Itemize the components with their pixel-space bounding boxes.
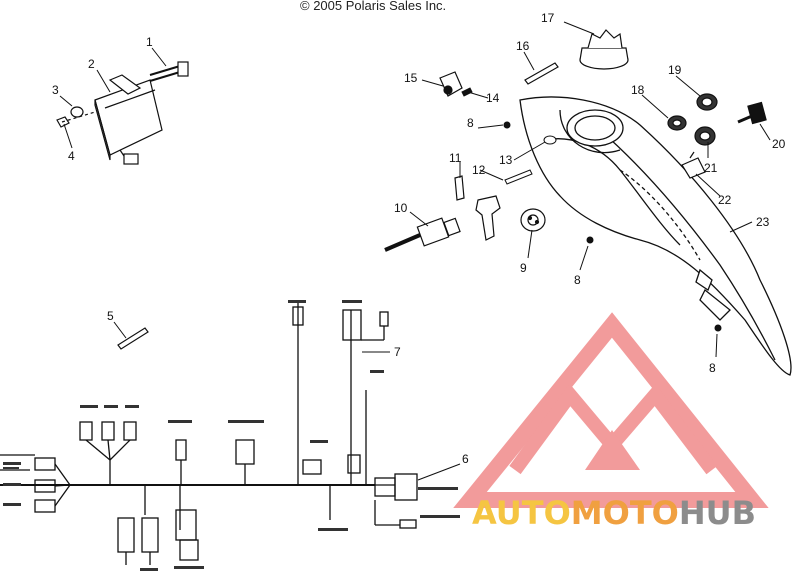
part-8-screw-low [714,324,722,332]
part-5-tie-strap [117,327,149,350]
part-8-screw-mid [586,236,594,244]
callout-10: 10 [394,201,408,215]
callout-13: 13 [499,153,513,167]
part-21-ring [694,126,716,146]
watermark-brand-text: AUTOMOTOHUB [472,494,756,532]
part-11-switch [454,175,501,241]
part-17-cup [579,29,629,70]
part-14-screw [461,87,473,97]
part-18-washer [667,115,687,131]
callout-6: 6 [462,452,469,466]
callout-2: 2 [88,57,95,71]
callout-11: 11 [449,151,462,165]
harness-small-labels [3,300,460,571]
callout-5: 5 [107,309,114,323]
callout-21: 21 [704,161,718,175]
callout-15: 15 [404,71,418,85]
part-8-screw-top [503,121,511,129]
callout-1: 1 [146,35,153,49]
callout-18: 18 [631,83,645,97]
module-assembly [56,61,189,165]
watermark-logo-icon [453,312,769,508]
wiring-harness [0,300,418,565]
callout-4: 4 [68,149,75,163]
callout-8-mid: 8 [574,273,581,287]
brand-hub: HUB [678,494,757,532]
callout-23: 23 [756,215,770,229]
part-13-washer [543,135,557,145]
part-19-nut [696,93,718,111]
brand-auto: AUTO [472,494,571,532]
callout-7: 7 [394,345,401,359]
part-22-bracket [681,151,706,179]
callout-14: 14 [486,91,500,105]
part-12-pin [504,169,533,185]
leader-lines [59,21,771,481]
callout-17: 17 [541,11,555,25]
callout-20: 20 [772,137,786,151]
brand-moto: MOTO [570,494,679,532]
callout-9: 9 [520,261,527,275]
callout-3: 3 [52,83,59,97]
callout-16: 16 [516,39,530,53]
part-10-socket [384,217,461,252]
callout-19: 19 [668,63,682,77]
callout-22: 22 [718,193,732,207]
callout-8-low: 8 [709,361,716,375]
part-16-strap [524,62,559,85]
part-9-switch [520,208,546,232]
headlight-pod-housing [519,96,792,376]
callout-numbers: 1 2 3 4 5 6 7 8 8 8 9 10 11 12 13 14 15 … [52,11,786,466]
callout-12: 12 [472,163,486,177]
copyright-notice: © 2005 Polaris Sales Inc. [300,0,447,13]
callout-8-top: 8 [467,116,474,130]
part-15-clip [439,71,463,97]
part-20-key [737,101,767,125]
